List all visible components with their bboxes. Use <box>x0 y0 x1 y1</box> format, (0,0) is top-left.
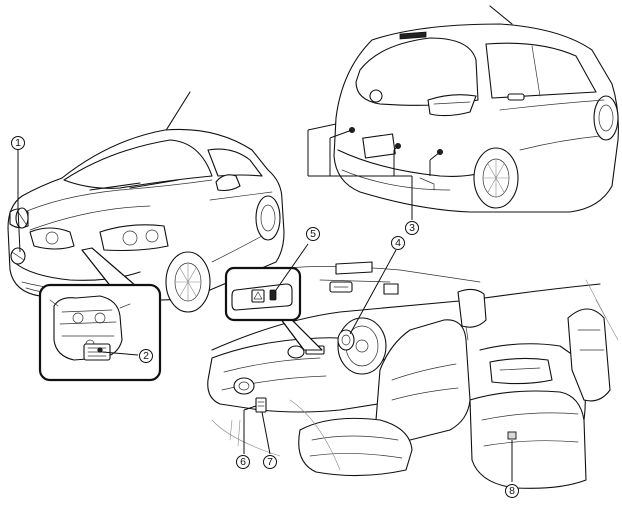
callout-3-bracket <box>307 123 441 220</box>
rear-car-illustration <box>333 5 619 213</box>
callout-4-label: 4 <box>395 237 401 249</box>
callout-2: 2 <box>139 349 153 363</box>
callout-8-circle <box>505 484 519 498</box>
callout-3-label: 3 <box>409 222 415 234</box>
switch-detail-box <box>224 243 323 351</box>
callout-3-circle <box>405 221 419 235</box>
callout-5-label: 5 <box>310 228 316 240</box>
callout-1-label: 1 <box>15 137 21 149</box>
front-car-illustration <box>7 91 285 313</box>
component-8-marker <box>507 431 517 440</box>
callout-4-circle <box>391 236 405 250</box>
callout-6-label: 6 <box>240 456 246 468</box>
interior-illustration <box>207 261 619 489</box>
engine-detail-box <box>38 283 162 382</box>
callout-8-label: 8 <box>509 485 515 497</box>
callout-2-label: 2 <box>143 350 149 362</box>
callout-leaders <box>17 150 397 455</box>
callout-3: 3 <box>405 221 419 235</box>
callout-7-circle <box>263 455 277 469</box>
callout-6: 6 <box>236 455 250 469</box>
callout-5-circle <box>306 227 320 241</box>
callout-7: 7 <box>263 455 277 469</box>
callout-6-circle <box>236 455 250 469</box>
callout-2-circle <box>139 349 153 363</box>
callout-4: 4 <box>391 236 405 250</box>
callout-7-label: 7 <box>267 456 273 468</box>
callout-5: 5 <box>306 227 320 241</box>
callout-1: 1 <box>11 136 25 150</box>
callout-1-circle <box>11 136 25 150</box>
callout-8: 8 <box>505 484 519 498</box>
